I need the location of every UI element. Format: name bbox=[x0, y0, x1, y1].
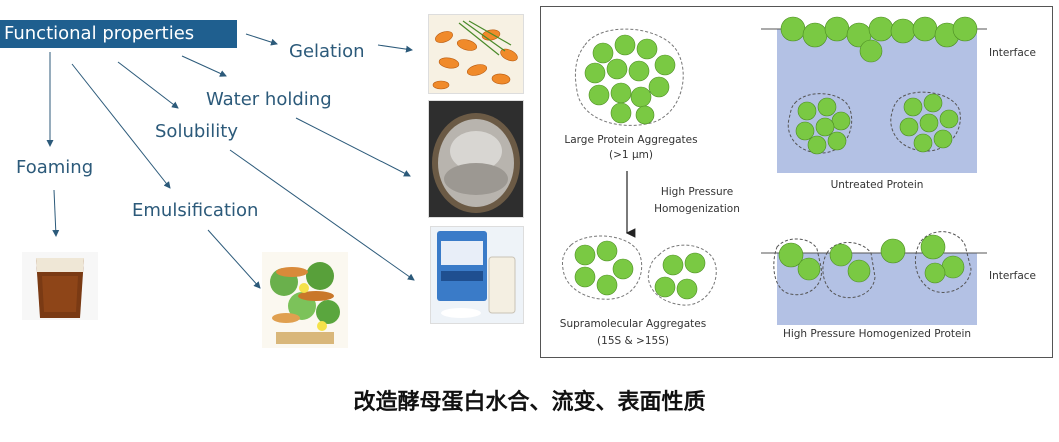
homogenized-protein-label: High Pressure Homogenized Protein bbox=[782, 328, 972, 340]
interface-label-bottom: Interface bbox=[989, 270, 1037, 282]
arrow-header-gelation bbox=[245, 33, 278, 46]
large-aggregate-cluster bbox=[574, 28, 684, 126]
solubility-label: Solubility bbox=[155, 121, 238, 142]
process-label-line1: High Pressure bbox=[660, 186, 734, 198]
process-label-line2: Homogenization bbox=[654, 203, 740, 215]
large-aggregates-size-label: (>1 μm) bbox=[609, 149, 653, 161]
arrow-foaming-photo bbox=[52, 189, 60, 237]
arrow-water-holding-photo bbox=[295, 117, 411, 177]
homogenization-diagram-panel: Large Protein Aggregates (>1 μm) High Pr… bbox=[540, 6, 1053, 358]
property-arrows bbox=[46, 33, 415, 289]
emulsification-sandwich-photo bbox=[262, 252, 348, 348]
arrow-gelation-photo bbox=[377, 44, 413, 53]
arrow-emulsification-photo bbox=[207, 229, 261, 289]
gelation-label: Gelation bbox=[289, 41, 365, 62]
functional-properties-header: Functional properties bbox=[0, 20, 237, 48]
untreated-protein-graphic bbox=[761, 16, 987, 173]
supramolecular-label: Supramolecular Aggregates bbox=[559, 318, 707, 330]
homogenized-protein-graphic bbox=[761, 231, 987, 325]
large-aggregates-label: Large Protein Aggregates bbox=[564, 134, 698, 146]
foaming-beer-photo bbox=[22, 252, 98, 320]
water-holding-pot-photo bbox=[428, 100, 524, 218]
arrow-solubility-photo bbox=[229, 149, 415, 281]
untreated-protein-label: Untreated Protein bbox=[830, 179, 924, 191]
supramolecular-aggregate-clusters bbox=[562, 235, 717, 306]
arrow-header-water-holding bbox=[181, 55, 227, 77]
slide-caption: 改造酵母蛋白水合、流变、表面性质 bbox=[353, 390, 706, 415]
solubility-drink-photo bbox=[430, 226, 524, 324]
aggregate-diagram bbox=[562, 16, 987, 325]
arrow-header-solubility bbox=[117, 61, 179, 109]
emulsification-label: Emulsification bbox=[132, 200, 259, 221]
water-holding-label: Water holding bbox=[206, 89, 332, 110]
gelation-food-photo bbox=[428, 14, 524, 94]
interface-label-top: Interface bbox=[989, 47, 1037, 59]
functional-properties-panel: Functional properties Gelation Water hol… bbox=[0, 0, 530, 360]
foaming-label: Foaming bbox=[16, 157, 94, 178]
arrow-header-emulsification bbox=[71, 63, 171, 189]
supramolecular-size-label: (15S & >15S) bbox=[597, 335, 669, 347]
